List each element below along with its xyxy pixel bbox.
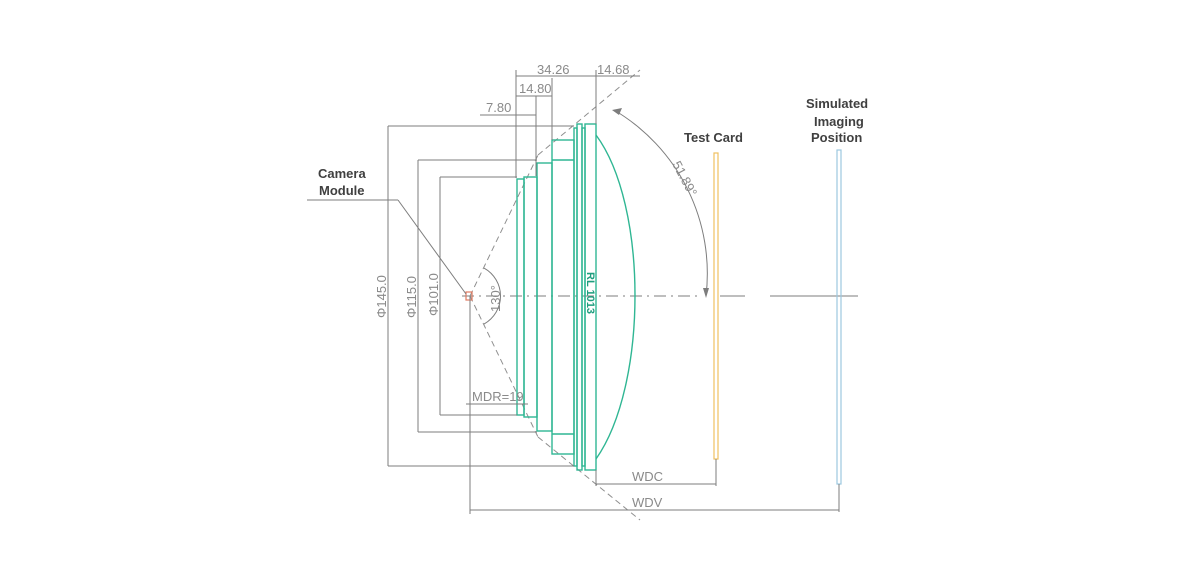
simulated-label-line1: Simulated [806, 96, 868, 111]
dim-phi101: Φ101.0 [426, 273, 441, 316]
dim-phi115: Φ115.0 [404, 276, 419, 318]
test-card-label: Test Card [684, 130, 743, 145]
dim-34-26: 34.26 [537, 62, 570, 77]
mdr-dimension [466, 296, 528, 514]
angle-51-arc [612, 108, 709, 298]
simulated-label-line2: Imaging [814, 114, 864, 129]
camera-module-label-line1: Camera [318, 166, 366, 181]
lens-marking: RL 1013 [584, 272, 596, 314]
lens-body [516, 123, 636, 471]
mdr-label: MDR=19 [472, 389, 524, 404]
angle-fov-label: 130° [488, 285, 503, 312]
dim-7-80: 7.80 [486, 100, 511, 115]
wdv-label: WDV [632, 495, 663, 510]
camera-module-label-line2: Module [319, 183, 365, 198]
dim-14-68: 14.68 [597, 62, 630, 77]
fov-rays [469, 69, 641, 521]
dim-phi145: Φ145.0 [374, 275, 389, 318]
top-dimensions [480, 70, 640, 178]
dim-14-80: 14.80 [519, 81, 552, 96]
sensor-chip [465, 291, 473, 301]
simulated-imaging-plane [836, 149, 842, 485]
working-distance-dimensions [470, 459, 840, 512]
wdc-label: WDC [632, 469, 663, 484]
diameter-dimensions [387, 125, 574, 467]
camera-module-leader [307, 199, 467, 295]
angle-51-label: 51.89° [669, 158, 700, 198]
simulated-label-line3: Position [811, 130, 862, 145]
test-card-plane [713, 152, 719, 460]
